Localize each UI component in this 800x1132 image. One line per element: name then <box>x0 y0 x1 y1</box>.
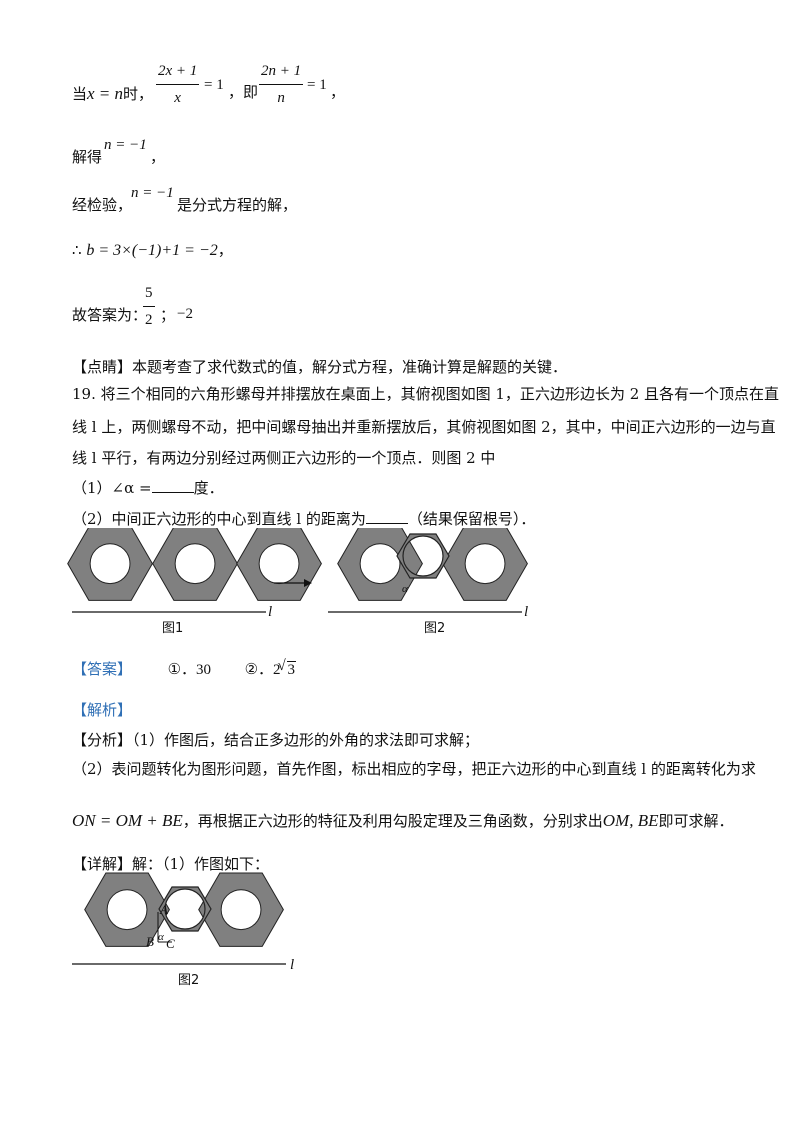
jiexi-label: 【解析】 <box>72 701 133 719</box>
line3-prefix: 经检验， <box>72 196 133 214</box>
q19-part1-suffix: 度． <box>193 479 224 497</box>
figure3-hex-right <box>198 872 284 947</box>
line4-end: ， <box>217 241 233 259</box>
q19-part-2: （2）中间正六边形的中心到直线 l 的距离为 （结果保留根号）． <box>72 511 535 527</box>
figure-1: l 图1 <box>67 528 322 636</box>
fenxi-expr-1: ON = OM + BE <box>72 811 183 830</box>
figure-3: l A B α C 图2 <box>72 872 294 988</box>
fenxi-expr-2: OM, BE <box>602 811 659 830</box>
line5-prefix: 故答案为： <box>72 306 148 324</box>
dianjing-text: 本题考查了求代数式的值，解分式方程，准确计算是解题的关键． <box>132 358 568 376</box>
line1-eq2: = 1 <box>307 77 327 93</box>
fraction-1-denominator: x <box>174 90 181 106</box>
figure3-line-label: l <box>290 957 294 973</box>
figure2-hex-right <box>442 528 528 601</box>
dianjing-line: 【点睛】本题考查了求代数式的值，解分式方程，准确计算是解题的关键． <box>72 360 567 375</box>
fraction-2: 2n + 1 n <box>259 63 304 106</box>
answer-blank-1 <box>151 480 194 493</box>
fenxi-line-2: （2）表问题转化为图形问题，首先作图，标出相应的字母，把正六边形的中心到直线 l… <box>72 760 756 778</box>
arrow-icon <box>274 579 312 587</box>
figure1-line-label: l <box>268 604 272 620</box>
answer-2-prefix: ②．2 <box>244 662 281 678</box>
line3-expr: n = −1 <box>131 185 174 201</box>
q19-part1-prefix: （1）∠α = <box>72 479 152 497</box>
figure2-hex-left <box>337 528 423 601</box>
fenxi-line-3: ON = OM + BE，再根据正六边形的特征及利用勾股定理及三角函数，分别求出… <box>72 812 734 829</box>
line2-end: ， <box>150 148 166 166</box>
line2-expr: n = −1 <box>104 137 147 153</box>
line5-val2: −2 <box>177 306 193 322</box>
line1-prefix: 当 <box>72 85 88 103</box>
line-1: 当x = n时， <box>72 85 153 102</box>
figure2-alpha: α <box>402 583 408 595</box>
figure3-label-A: A <box>159 902 168 917</box>
fraction-1-numerator: 2x + 1 <box>158 63 198 79</box>
figure2-hex-mid <box>396 533 450 579</box>
fraction-2-denominator: n <box>277 90 285 106</box>
figure3-alpha: α <box>158 931 164 943</box>
figure2-line-label: l <box>524 604 528 620</box>
line3-suffix: 是分式方程的解， <box>177 196 298 214</box>
line2-prefix: 解得 <box>72 148 103 166</box>
q19-part-1: （1）∠α = 度． <box>72 480 224 496</box>
line1-eq1: = 1 <box>204 77 224 93</box>
fraction-answer-denominator: 2 <box>145 312 153 328</box>
answer-line: 【答案】 ①．30 ②．2√3 <box>72 658 297 678</box>
q19-part2-prefix: （2）中间正六边形的中心到直线 l 的距离为 <box>72 510 366 528</box>
fenxi-line-1: 【分析】（1）作图后，结合正多边形的外角的求法即可求解； <box>72 733 479 748</box>
answer-2-root: √3 <box>277 658 297 678</box>
q19-line-1: 19. 将三个相同的六角形螺母并排摆放在桌面上，其俯视图如图 1，正六边形边长为… <box>72 385 780 403</box>
figure3-label-C: C <box>166 936 175 951</box>
q19-line-3: 线 l 平行，有两边分别经过两侧正六边形的一个顶点．则图 2 中 <box>72 449 496 467</box>
figure1-hex-mid <box>152 528 238 601</box>
dianjing-label: 【点睛】 <box>72 358 133 376</box>
line1-end: ， <box>330 83 346 101</box>
xiangjie-label: 【详解】 <box>72 855 133 873</box>
line-4: ∴ b = 3×(−1)+1 = −2， <box>72 243 233 259</box>
fenxi-label: 【分析】 <box>72 731 133 749</box>
line-2: 解得 <box>72 150 102 165</box>
q19-part2-suffix: （结果保留根号）． <box>407 510 536 528</box>
figure1-caption: 图1 <box>162 621 183 636</box>
figure3-caption: 图2 <box>178 973 199 988</box>
q19-line-2: 线 l 上，两侧螺母不动，把中间螺母抽出并重新摆放后，其俯视图如图 2，其中，中… <box>72 418 776 436</box>
xiangjie-text: 解：（1）作图如下： <box>132 855 270 873</box>
fenxi-text-4: 即可求解． <box>658 812 734 830</box>
figure-1-and-2: l 图1 l α 图2 <box>67 528 528 636</box>
answer-label: 【答案】 <box>72 660 133 678</box>
figure2-caption: 图2 <box>424 621 445 636</box>
fraction-2-numerator: 2n + 1 <box>261 63 302 79</box>
line1-x-eq-n: x = n <box>87 84 124 103</box>
fraction-1: 2x + 1 x <box>156 63 200 106</box>
line5-sep: ； <box>160 306 176 324</box>
figure1-hex-right <box>236 528 322 601</box>
answer-blank-2 <box>365 511 408 524</box>
fenxi-text-3: ，再根据正六边形的特征及利用勾股定理及三角函数，分别求出 <box>182 812 603 830</box>
figure-2: l α 图2 <box>328 528 528 636</box>
figure3-label-B: B <box>146 934 154 949</box>
figure1-hex-left <box>67 528 153 601</box>
line1-ji: ，即 <box>228 83 259 101</box>
figure3-hex-mid <box>158 886 212 932</box>
fraction-answer: 5 2 <box>143 286 155 328</box>
fraction-answer-numerator: 5 <box>145 285 153 301</box>
figure3-hex-left <box>84 872 170 947</box>
xiangjie-line: 【详解】解：（1）作图如下： <box>72 857 269 872</box>
line1-shi: 时， <box>123 85 154 103</box>
line4-expr: b = 3×(−1)+1 = −2 <box>86 242 218 259</box>
answer-1: ①．30 <box>167 662 212 678</box>
therefore-symbol: ∴ <box>72 241 82 259</box>
fenxi-text-1: （1）作图后，结合正多边形的外角的求法即可求解； <box>132 731 480 749</box>
